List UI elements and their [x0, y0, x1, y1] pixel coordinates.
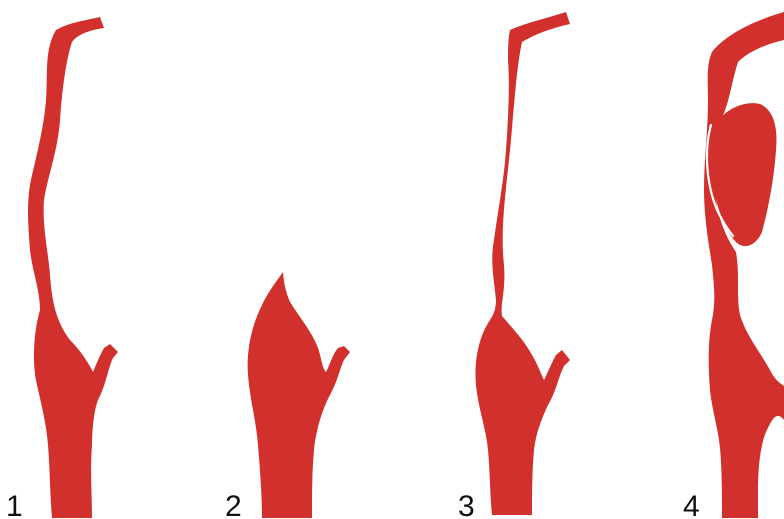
panel-4 [704, 12, 784, 518]
panel-label-2: 2 [225, 490, 242, 519]
panel-label-3: 3 [458, 490, 475, 519]
vessel-1 [28, 17, 118, 518]
panel-3 [476, 12, 570, 515]
panel-1 [28, 17, 118, 518]
vessel-4 [704, 12, 784, 518]
vessel-3 [476, 12, 570, 515]
vessel-2 [248, 272, 350, 518]
panel-2 [248, 272, 350, 518]
panel-label-4: 4 [683, 490, 700, 519]
panel-label-1: 1 [6, 490, 23, 519]
